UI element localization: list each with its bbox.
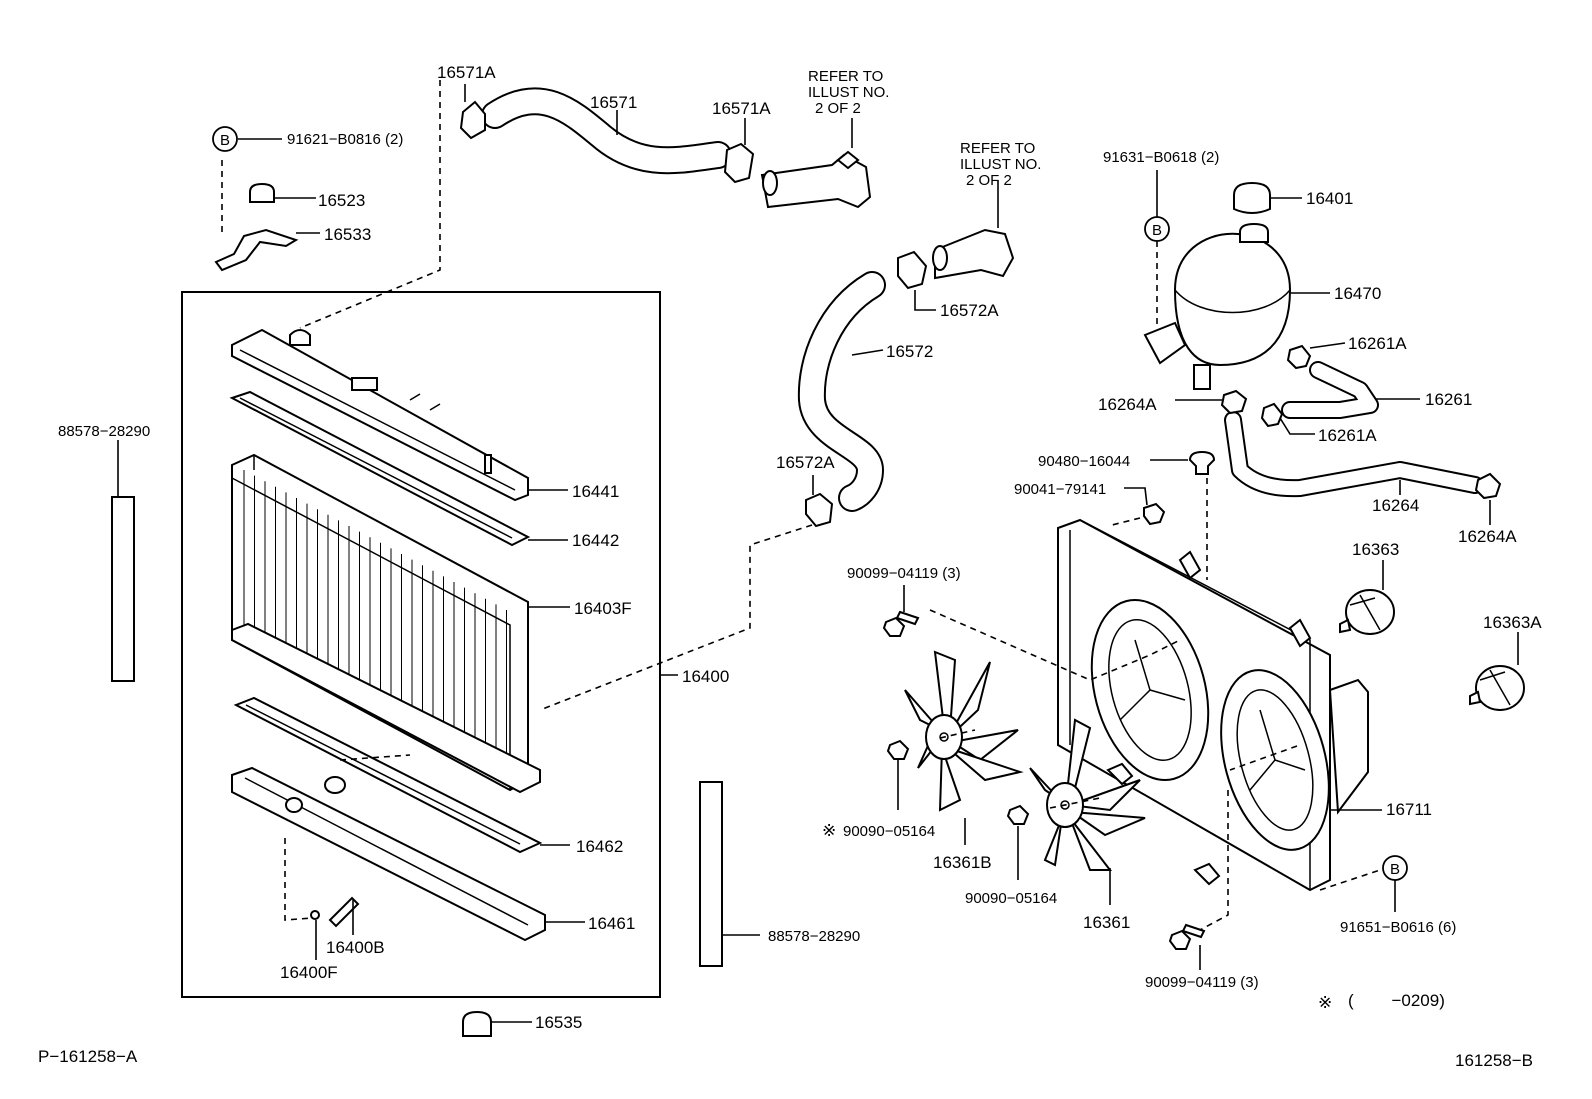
label-16572A-left: 16572A	[776, 453, 835, 472]
hose-clamp	[1286, 344, 1312, 370]
label-16442: 16442	[572, 531, 619, 550]
label-16400: 16400	[682, 667, 729, 686]
fan-nut	[1006, 804, 1030, 825]
label-88578-right: 88578−28290	[768, 928, 860, 945]
upper-gasket	[229, 390, 531, 547]
refer-to-line-3: 2 OF 2	[815, 100, 861, 117]
radiator-support-cushion	[249, 182, 316, 203]
label-16361: 16361	[1083, 913, 1130, 932]
seal-right	[699, 781, 723, 967]
refer-to-line-1: REFER TO	[808, 68, 883, 85]
label-16571: 16571	[590, 93, 637, 112]
label-91651: 91651−B0616 (6)	[1340, 919, 1456, 936]
label-16261A-top: 16261A	[1348, 334, 1407, 353]
label-90099-bottom: 90099−04119 (3)	[1145, 974, 1259, 991]
cooling-fan-16361B	[904, 650, 1024, 845]
lower-radiator-hose	[797, 271, 886, 512]
label-16470: 16470	[1334, 284, 1381, 303]
coolant-reservoir	[1143, 222, 1330, 390]
refer-to-2-line-1: REFER TO	[960, 140, 1035, 157]
label-90480: 90480−16044	[1038, 453, 1130, 470]
drain-cock	[328, 896, 360, 928]
label-16462: 16462	[576, 837, 623, 856]
footnote-symbol: ※	[1318, 993, 1332, 1012]
label-16403F: 16403F	[574, 599, 632, 618]
radiator-assembly-frame	[181, 291, 661, 998]
label-16361B: 16361B	[933, 853, 992, 872]
hose-clamp	[1220, 389, 1248, 415]
fan-nut-star	[886, 739, 910, 760]
label-90099-top: 90099−04119 (3)	[847, 565, 961, 582]
label-16535: 16535	[535, 1013, 582, 1032]
label-91621: 91621−B0816 (2)	[287, 131, 403, 148]
hose-clamp	[1474, 472, 1502, 500]
label-16571A-top: 16571A	[437, 63, 496, 82]
label-16523: 16523	[318, 191, 365, 210]
label-91631: 91631−B0618 (2)	[1103, 149, 1219, 166]
label-16264: 16264	[1372, 496, 1419, 515]
label-16400F: 16400F	[280, 963, 338, 982]
star-marker: ※	[822, 821, 836, 840]
lower-support-cushion	[462, 1010, 532, 1037]
bolt-top	[882, 610, 920, 637]
radiator-upper-tank	[231, 328, 529, 502]
label-16363A: 16363A	[1483, 613, 1542, 632]
refer-to-2-line-2: ILLUST NO.	[960, 156, 1041, 173]
label-16711: 16711	[1386, 800, 1432, 819]
ref-marker-b-3-text: B	[1390, 861, 1400, 878]
hose-clamp	[459, 100, 755, 184]
radiator-lower-tank	[231, 766, 546, 942]
fan-motor-16363	[1339, 560, 1395, 635]
ref-marker-b-1-text: B	[220, 132, 230, 149]
ref-marker-b-1	[212, 126, 238, 152]
hose-clamp	[1260, 402, 1284, 428]
label-16261: 16261	[1425, 390, 1472, 409]
label-16264A-right: 16264A	[1458, 527, 1517, 546]
label-16572A-top: 16572A	[940, 301, 999, 320]
reservoir-hose-16261	[1281, 361, 1379, 419]
label-16441: 16441	[572, 482, 619, 501]
drain-plug	[310, 910, 320, 920]
label-16571A-right: 16571A	[712, 99, 771, 118]
label-90090: 90090−05164	[965, 890, 1057, 907]
label-88578-left: 88578−28290	[58, 423, 150, 440]
fan-motor-16363A	[1469, 632, 1525, 711]
radiator-core	[231, 453, 529, 792]
label-90090-star: 90090−05164	[843, 823, 935, 840]
label-16401: 16401	[1306, 189, 1353, 208]
label-16261A-bottom: 16261A	[1318, 426, 1377, 445]
illustration-id-right: 161258−B	[1455, 1051, 1533, 1070]
refer-to-line-2: ILLUST NO.	[808, 84, 889, 101]
footnote-text: ( −0209)	[1348, 991, 1445, 1010]
nut	[1143, 502, 1166, 526]
label-16363: 16363	[1352, 540, 1399, 559]
water-outlet-pipe	[932, 228, 1015, 280]
ref-marker-b-2-text: B	[1152, 222, 1162, 239]
label-16400B: 16400B	[326, 938, 385, 957]
grommet	[1188, 450, 1216, 475]
hose-clamp	[897, 250, 928, 290]
upper-radiator-hose	[481, 87, 732, 175]
illustration-id-left: P−161258−A	[38, 1047, 138, 1066]
label-16572: 16572	[886, 342, 933, 361]
label-16533: 16533	[324, 225, 371, 244]
refer-to-2-line-3: 2 OF 2	[966, 172, 1012, 189]
hose-clamp	[805, 492, 834, 528]
label-90041: 90041−79141	[1014, 481, 1106, 498]
lower-gasket	[233, 696, 543, 854]
radiator-support-bracket	[214, 228, 320, 272]
fan-shroud	[1057, 518, 1382, 892]
seal-left	[111, 496, 135, 682]
label-16461: 16461	[588, 914, 635, 933]
label-16264A-left: 16264A	[1098, 395, 1157, 414]
bolt-bottom	[1168, 923, 1206, 950]
reservoir-cap	[1233, 181, 1302, 214]
reservoir-hose-16264	[1224, 411, 1484, 498]
water-inlet-pipe	[760, 150, 872, 209]
